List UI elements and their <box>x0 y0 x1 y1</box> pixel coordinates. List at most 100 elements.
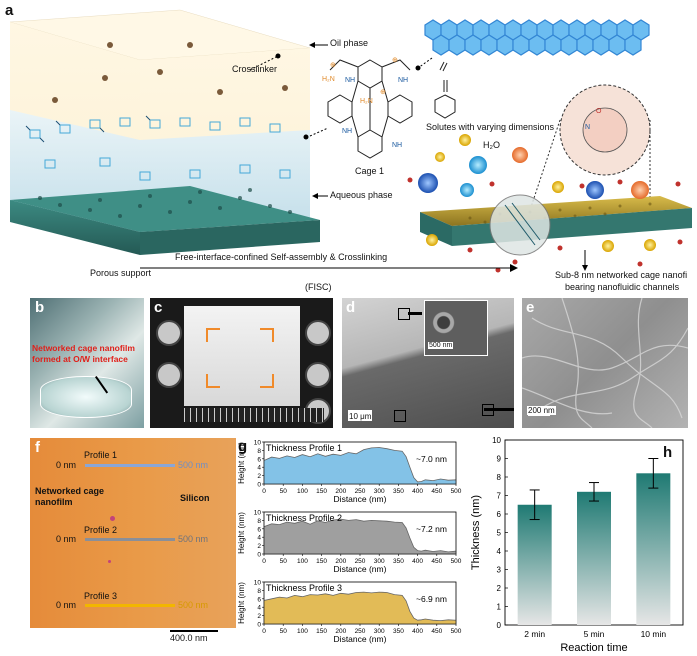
bar-ytick-label: 4 <box>497 547 502 556</box>
profile-1-ytick-label: 0 <box>257 482 261 489</box>
result-line-1: Sub-8 nm networked cage nanofi <box>555 270 687 280</box>
porous-support-label: Porous support <box>90 268 151 278</box>
caption-line-1: Networked cage nanofilm <box>32 343 135 354</box>
bar-category-label: 5 min <box>584 629 605 639</box>
profile-2-label: Profile 2 <box>84 525 117 535</box>
panel-label-d: d <box>346 299 355 316</box>
profile-2-ylabel: Height (nm) <box>237 512 246 554</box>
profile-3-ytick-label: 8 <box>257 588 261 595</box>
profile-3-title: Thickness Profile 3 <box>266 583 342 593</box>
honeycomb-network <box>425 20 649 55</box>
profile-3-end: 500 nm <box>178 600 208 610</box>
profile-1-ytick-label: 2 <box>257 473 261 480</box>
panel-e-sem: 200 nm e <box>522 298 688 428</box>
profile-3-xtick-label: 350 <box>393 628 404 635</box>
profile-1-xtick-label: 100 <box>297 488 308 495</box>
solutes-label: Solutes with varying dimensions <box>426 122 554 132</box>
profile-1-ytick-label: 4 <box>257 465 261 472</box>
profile-2-ytick-label: 4 <box>257 535 261 542</box>
cage-1-label: Cage 1 <box>355 166 384 176</box>
profile-3-xtick-label: 100 <box>297 628 308 635</box>
aqueous-phase-label: Aqueous phase <box>330 190 393 200</box>
afm-scale-label: 400.0 nm <box>170 633 208 643</box>
profile-line-2 <box>85 538 175 541</box>
profile-1-ylabel: Height (nm) <box>237 442 246 484</box>
profile-3-label: Profile 3 <box>84 591 117 601</box>
profile-1-end: 500 nm <box>178 460 208 470</box>
thickness-profiles-chart: 0246810050100150200250300350400450500Thi… <box>236 436 466 656</box>
profile-2-xtick-label: 450 <box>431 558 442 565</box>
profile-3-ytick-label: 2 <box>257 613 261 620</box>
profile-1-ytick-label: 6 <box>257 456 261 463</box>
process-label: Free-interface-confined Self-assembly & … <box>175 252 387 262</box>
panel-label-b: b <box>35 299 44 316</box>
profile-1-start: 0 nm <box>56 460 76 470</box>
n-label: N <box>585 124 590 131</box>
profile-3-ytick-label: 6 <box>257 596 261 603</box>
profile-1-xlabel: Distance (nm) <box>334 494 387 504</box>
h2n-label-1: H₂N <box>322 76 335 83</box>
profile-2-xtick-label: 50 <box>280 558 288 565</box>
profile-3-ytick-label: 0 <box>257 622 261 629</box>
profile-3-ytick-label: 10 <box>254 580 262 587</box>
profile-2-ytick-label: 10 <box>254 510 262 517</box>
panel-b-photo: b Networked cage nanofilm formed at O/W … <box>30 298 144 428</box>
bar-ytick-label: 6 <box>497 510 502 519</box>
bar-ytick-label: 3 <box>497 566 502 575</box>
profile-2-xtick-label: 100 <box>297 558 308 565</box>
bar-xlabel: Reaction time <box>560 642 627 654</box>
water-label: H₂O <box>483 140 500 150</box>
svg-text:⊕: ⊕ <box>392 57 398 64</box>
profile-3-xtick-label: 50 <box>280 628 288 635</box>
bar-ytick-label: 2 <box>497 584 502 593</box>
panel-label-f: f <box>35 439 40 456</box>
nh-label-1: NH <box>345 77 355 84</box>
scale-main: 10 μm <box>348 412 372 421</box>
nh-label-4: NH <box>392 142 402 149</box>
oil-phase-label: Oil phase <box>330 38 368 48</box>
profile-1-xtick-label: 450 <box>431 488 442 495</box>
afm-scale-bar <box>170 630 218 632</box>
nanofilm-sheet <box>184 306 300 406</box>
bar-ytick-label: 8 <box>497 473 502 482</box>
profile-2-ytick-label: 2 <box>257 543 261 550</box>
profile-2-title: Thickness Profile 2 <box>266 513 342 523</box>
profile-2-end: 500 nm <box>178 534 208 544</box>
bar-ytick-label: 7 <box>497 492 502 501</box>
profile-3-xtick-label: 400 <box>412 628 423 635</box>
profile-2-ytick-label: 6 <box>257 526 261 533</box>
process-abbr-label: (FISC) <box>305 282 332 292</box>
profile-2-xtick-label: 400 <box>412 558 423 565</box>
profile-3-xtick-label: 500 <box>451 628 462 635</box>
profile-line-1 <box>85 464 175 467</box>
panel-c-photo: c <box>150 298 333 428</box>
ruler <box>184 408 324 422</box>
profile-3-start: 0 nm <box>56 600 76 610</box>
nh-label-3: NH <box>342 128 352 135</box>
profile-3-xlabel: Distance (nm) <box>334 634 387 644</box>
profile-3-ylabel: Height (nm) <box>237 582 246 624</box>
profile-1-xtick-label: 500 <box>451 488 462 495</box>
svg-text:⊕: ⊕ <box>380 89 386 96</box>
scale-e: 200 nm <box>527 406 556 415</box>
profile-2-xtick-label: 350 <box>393 558 404 565</box>
panel-label-c: c <box>154 299 162 316</box>
panel-label-e: e <box>526 299 534 316</box>
profile-1-annotation: ~7.0 nm <box>416 454 447 464</box>
svg-text:⊕: ⊕ <box>330 62 336 69</box>
profile-3-ytick-label: 4 <box>257 605 261 612</box>
h2n-label-2: H₂N <box>360 98 373 105</box>
profile-2-xtick-label: 0 <box>262 558 266 565</box>
profile-2-xlabel: Distance (nm) <box>334 564 387 574</box>
profile-2-ytick-label: 8 <box>257 518 261 525</box>
profile-2-xtick-label: 500 <box>451 558 462 565</box>
profile-3-xtick-label: 0 <box>262 628 266 635</box>
profile-3-xtick-label: 150 <box>316 628 327 635</box>
profile-3-annotation: ~6.9 nm <box>416 594 447 604</box>
o-label: O <box>596 108 601 115</box>
bar-category-label: 10 min <box>641 629 667 639</box>
profile-1-xtick-label: 350 <box>393 488 404 495</box>
profile-1-xtick-label: 150 <box>316 488 327 495</box>
panel-a: ⊕ ⊕ ⊕ <box>0 0 697 300</box>
profile-1-title: Thickness Profile 1 <box>266 443 342 453</box>
